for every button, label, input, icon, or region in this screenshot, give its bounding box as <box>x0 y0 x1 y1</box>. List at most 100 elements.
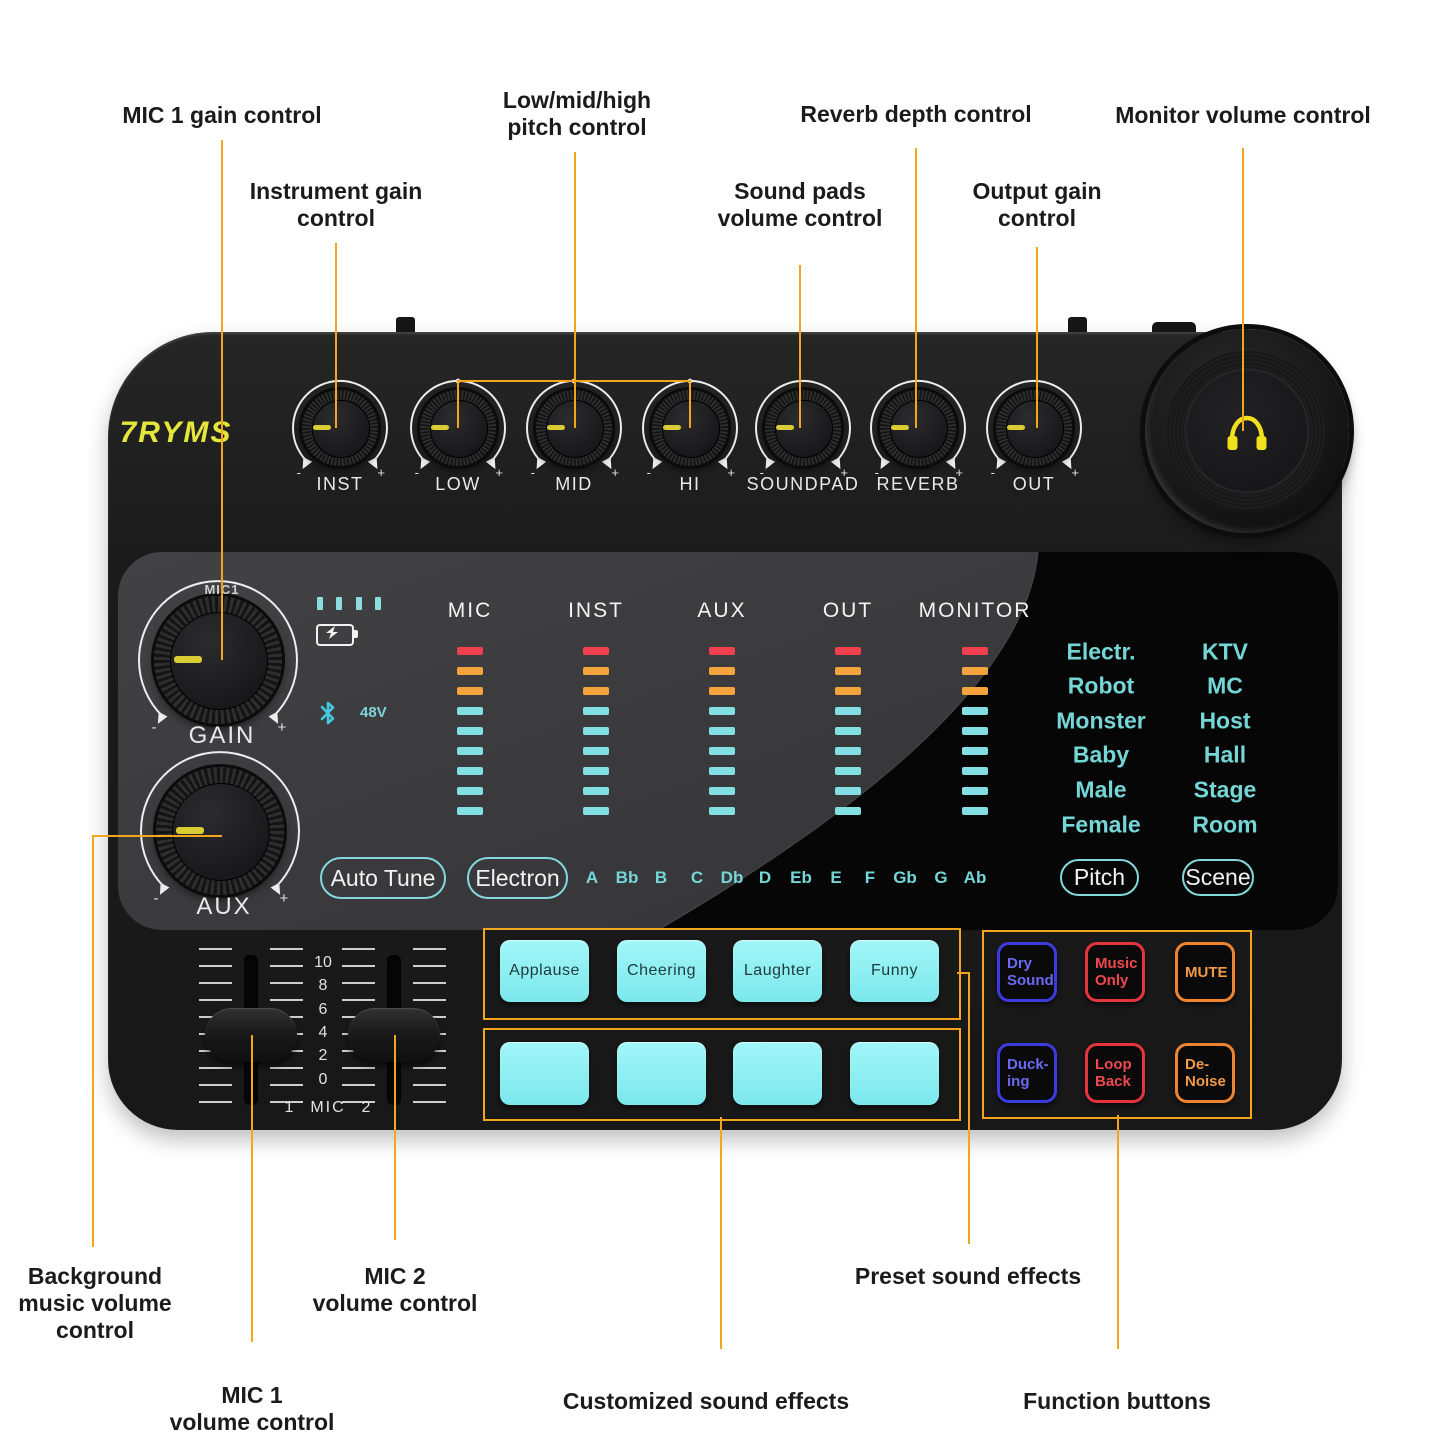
button-musiconly[interactable]: Music Only <box>1085 942 1145 1002</box>
phantom-power-label: 48V <box>360 704 387 721</box>
pad-custom-4[interactable] <box>850 1042 939 1105</box>
meter-segment <box>457 787 483 795</box>
auto-tune-button[interactable]: Auto Tune <box>320 857 446 899</box>
monitor-volume-knob[interactable] <box>1145 329 1349 533</box>
svg-text:-: - <box>154 890 159 907</box>
fader-tick <box>199 982 232 984</box>
scene-option-baby: Baby <box>1072 741 1130 768</box>
pad-custom-3[interactable] <box>733 1042 822 1105</box>
button-denoise[interactable]: De- Noise <box>1175 1043 1235 1103</box>
pad-custom-2[interactable] <box>617 1042 706 1105</box>
knob-label-soundpad: SOUNDPAD <box>746 474 860 494</box>
fader-tick <box>342 1084 375 1086</box>
top-edge-button[interactable] <box>1068 317 1087 334</box>
scene-option-monster: Monster <box>1056 707 1146 734</box>
knob-out[interactable]: - + <box>972 366 1096 490</box>
top-edge-button[interactable] <box>396 317 415 334</box>
svg-text:+: + <box>377 465 385 480</box>
callout-connector <box>394 1035 396 1240</box>
knob-indicator <box>547 425 565 430</box>
brand-logo: 7RYMS <box>119 416 233 449</box>
meter-segment <box>457 727 483 735</box>
scene-option-room: Room <box>1192 811 1258 838</box>
meter-segment <box>962 787 988 795</box>
knob-indicator <box>176 827 204 834</box>
meter-segment <box>962 647 988 655</box>
callout-connector <box>251 1035 253 1342</box>
callout-connector <box>457 380 690 382</box>
note-a: A <box>585 868 599 887</box>
fader-scale-number: 10 <box>314 954 332 971</box>
callout-line-text: control <box>297 205 375 231</box>
scene-option-female: Female <box>1061 811 1141 838</box>
meter-segment <box>583 807 609 815</box>
callout-line-text: Output gain <box>972 178 1102 204</box>
meter-segment <box>709 667 735 675</box>
callout-line-text: music volume <box>18 1290 172 1316</box>
knob-indicator <box>663 425 681 430</box>
knob-aux[interactable]: - + <box>124 735 316 927</box>
pad-applause[interactable]: Applause <box>500 940 589 1002</box>
pad-custom-1[interactable] <box>500 1042 589 1105</box>
button-loopback[interactable]: Loop Back <box>1085 1043 1145 1103</box>
meter-segment <box>457 707 483 715</box>
callout-line-text: Sound pads <box>734 178 866 204</box>
meter-segment <box>709 647 735 655</box>
meter-segment <box>457 667 483 675</box>
scene-button[interactable]: Scene <box>1182 859 1254 896</box>
fader-scale-number: 0 <box>318 1071 328 1088</box>
callout-label: Function buttons <box>1023 1388 1211 1415</box>
callout-connector <box>221 140 223 660</box>
function-buttons-outline <box>982 930 1252 1119</box>
knob-label-reverb: REVERB <box>876 474 960 494</box>
meter-segment <box>962 667 988 675</box>
knob-label-gain: GAIN <box>188 722 256 749</box>
knob-inst[interactable]: - + <box>278 366 402 490</box>
svg-text:+: + <box>840 465 848 480</box>
note-d: D <box>758 868 772 887</box>
svg-text:-: - <box>760 465 764 480</box>
svg-text:-: - <box>152 719 157 736</box>
pad-cheering[interactable]: Cheering <box>617 940 706 1002</box>
knob-gain[interactable]: - + <box>122 564 314 756</box>
callout-connector <box>574 152 576 428</box>
fader-scale-number: 4 <box>318 1024 328 1041</box>
callout-connector <box>915 148 917 428</box>
preset-pads-outline <box>483 928 961 1020</box>
custom-pads-outline <box>483 1028 961 1121</box>
callout-label: Customized sound effects <box>563 1388 849 1415</box>
meter-segment <box>962 727 988 735</box>
meter-segment <box>709 687 735 695</box>
top-edge-port <box>1152 322 1196 334</box>
fader-tick <box>270 1101 303 1103</box>
callout-connector <box>335 243 337 428</box>
note-g: G <box>934 868 948 887</box>
button-mute[interactable]: MUTE <box>1175 942 1235 1002</box>
fader-tick <box>270 999 303 1001</box>
knob-reverb[interactable]: - + <box>856 366 980 490</box>
electron-button[interactable]: Electron <box>467 857 568 899</box>
meter-segment <box>835 667 861 675</box>
meter-header-mic: MIC <box>447 599 493 622</box>
meter-segment <box>583 647 609 655</box>
button-drysound[interactable]: Dry Sound <box>997 942 1057 1002</box>
callout-connector <box>1036 247 1038 428</box>
meter-header-aux: AUX <box>697 599 747 622</box>
meter-segment <box>835 687 861 695</box>
fader-tick <box>413 948 446 950</box>
fader-scale-number: 2 <box>318 1047 328 1064</box>
note-bb: Bb <box>615 868 639 887</box>
meter-segment <box>457 647 483 655</box>
pitch-button[interactable]: Pitch <box>1060 859 1139 896</box>
button-ducking[interactable]: Duck- ing <box>997 1043 1057 1103</box>
svg-text:-: - <box>647 465 651 480</box>
pad-funny[interactable]: Funny <box>850 940 939 1002</box>
knob-soundpad[interactable]: - + <box>741 366 865 490</box>
callout-label: MIC 1 gain control <box>122 102 321 129</box>
scene-option-male: Male <box>1075 776 1127 803</box>
svg-text:+: + <box>611 465 619 480</box>
callout-line-text: volume control <box>312 1290 478 1316</box>
pad-laughter[interactable]: Laughter <box>733 940 822 1002</box>
